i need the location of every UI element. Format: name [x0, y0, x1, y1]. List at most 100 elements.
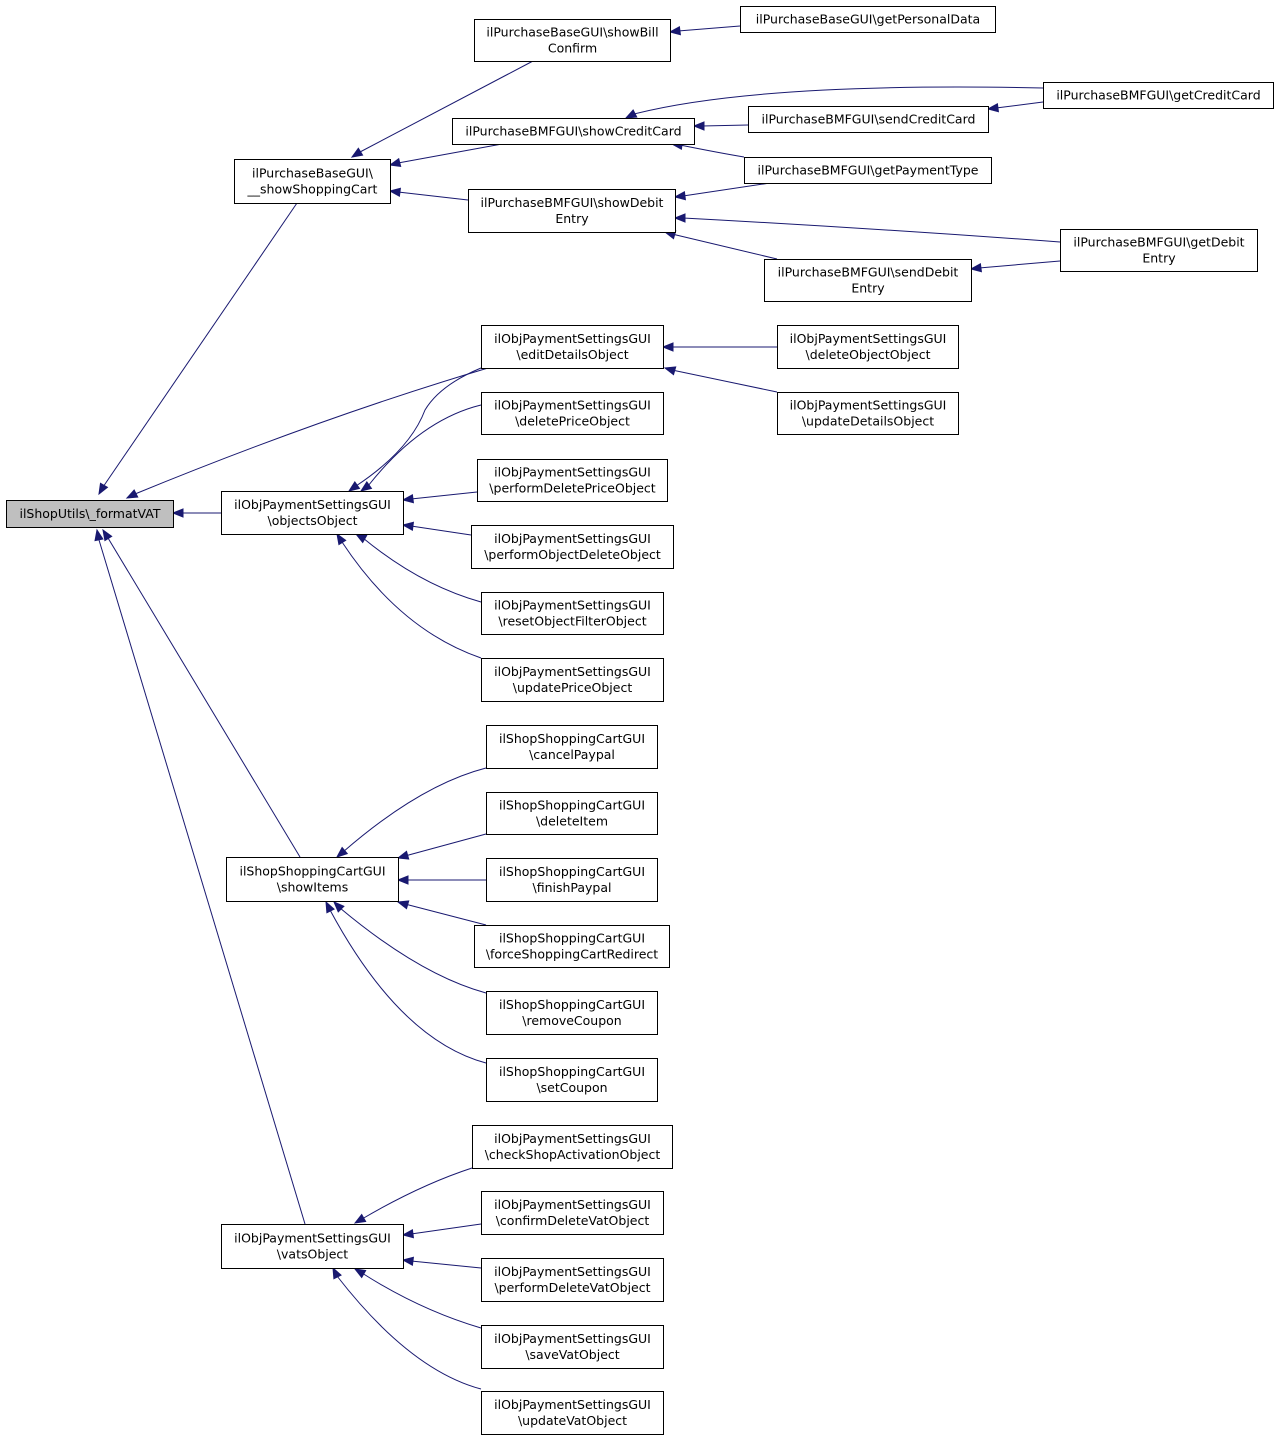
- node-scSetCoupon[interactable]: ilShopShoppingCartGUI\setCoupon: [486, 1058, 658, 1102]
- node-psDeleteObject[interactable]: ilObjPaymentSettingsGUI\deleteObjectObje…: [777, 325, 959, 369]
- node-box: [486, 725, 658, 769]
- arrowhead-icon: [336, 532, 347, 546]
- node-pbGetPersonal[interactable]: ilPurchaseBaseGUI\getPersonalData: [740, 6, 996, 33]
- call-edge: [350, 60, 534, 158]
- node-label: ilPurchaseBMFGUI\getCreditCard: [1056, 88, 1260, 103]
- call-edge: [668, 25, 741, 36]
- node-bmfShowCC[interactable]: ilPurchaseBMFGUI\showCreditCard: [452, 118, 695, 145]
- node-box: [472, 1125, 673, 1169]
- node-psResetFilter[interactable]: ilObjPaymentSettingsGUI\resetObjectFilte…: [481, 592, 664, 635]
- node-label: \vatsObject: [277, 1247, 348, 1262]
- node-bmfGetPT[interactable]: ilPurchaseBMFGUI\getPaymentType: [744, 157, 992, 184]
- arrowhead-icon: [663, 366, 677, 376]
- node-box: [486, 1058, 658, 1102]
- node-scForceRedirect[interactable]: ilShopShoppingCartGUI\forceShoppingCartR…: [474, 925, 670, 968]
- node-label: Entry: [555, 211, 589, 226]
- node-psConfirmDeleteVat[interactable]: ilObjPaymentSettingsGUI\confirmDeleteVat…: [481, 1191, 664, 1235]
- node-scRemoveCoupon[interactable]: ilShopShoppingCartGUI\removeCoupon: [486, 991, 658, 1035]
- node-scFinishPaypal[interactable]: ilShopShoppingCartGUI\finishPaypal: [486, 858, 658, 902]
- call-edge: [94, 528, 306, 1225]
- node-label: ilShopShoppingCartGUI: [499, 731, 645, 746]
- root-node[interactable]: ilShopUtils\_formatVAT: [6, 500, 174, 528]
- call-edge: [102, 528, 301, 858]
- arrowhead-icon: [347, 481, 361, 492]
- node-label: ilObjPaymentSettingsGUI: [494, 1264, 651, 1279]
- edge-line: [978, 260, 1061, 269]
- node-label: \finishPaypal: [532, 880, 611, 895]
- node-box: [744, 157, 992, 184]
- node-label: ilPurchaseBaseGUI\: [252, 166, 374, 181]
- call-edge: [401, 491, 478, 504]
- node-label: \performDeletePriceObject: [489, 481, 655, 496]
- arrowhead-icon: [353, 1213, 367, 1224]
- call-edge: [396, 900, 487, 926]
- edge-line: [682, 182, 771, 197]
- call-edge: [624, 86, 1044, 119]
- node-psUpdatePrice[interactable]: ilObjPaymentSettingsGUI\updatePriceObjec…: [481, 658, 664, 702]
- node-label: \performObjectDeleteObject: [484, 547, 661, 562]
- call-edge: [388, 143, 503, 168]
- edge-line: [355, 367, 482, 487]
- edges: [94, 25, 1061, 1390]
- arrowhead-icon: [401, 1256, 415, 1267]
- node-psUpdateVat[interactable]: ilObjPaymentSettingsGUI\updateVatObject: [481, 1391, 664, 1435]
- node-label: ilShopShoppingCartGUI: [499, 798, 645, 813]
- call-edge: [125, 367, 489, 499]
- node-box: [748, 106, 989, 133]
- node-label: ilPurchaseBMFGUI\sendDebit: [778, 265, 959, 280]
- node-psObjects[interactable]: ilObjPaymentSettingsGUI\objectsObject: [221, 491, 404, 535]
- node-psVats[interactable]: ilObjPaymentSettingsGUI\vatsObject: [221, 1224, 404, 1269]
- edge-line: [410, 491, 478, 500]
- node-scShowItems[interactable]: ilShopShoppingCartGUI\showItems: [226, 857, 399, 902]
- arrowhead-icon: [102, 528, 113, 542]
- node-psEditDetails[interactable]: ilObjPaymentSettingsGUI\editDetailsObjec…: [481, 325, 664, 369]
- arrowhead-icon: [401, 493, 415, 504]
- node-box: [481, 1325, 664, 1369]
- edge-line: [341, 541, 482, 659]
- node-psCheckShop[interactable]: ilObjPaymentSettingsGUI\checkShopActivat…: [472, 1125, 673, 1169]
- node-box: [474, 925, 670, 968]
- call-edge: [332, 1266, 482, 1390]
- edge-line: [995, 101, 1044, 109]
- node-psPerformDeletePrice[interactable]: ilObjPaymentSettingsGUI\performDeletePri…: [477, 459, 668, 502]
- call-edge: [396, 833, 487, 860]
- node-psDeletePrice[interactable]: ilObjPaymentSettingsGUI\deletePriceObjec…: [481, 392, 664, 435]
- edge-line: [671, 369, 778, 393]
- node-label: ilShopShoppingCartGUI: [499, 1064, 645, 1079]
- node-label: __showShoppingCart: [247, 182, 378, 197]
- node-psUpdateDetails[interactable]: ilObjPaymentSettingsGUI\updateDetailsObj…: [777, 392, 959, 435]
- node-box: [481, 592, 664, 635]
- call-edge: [353, 1268, 482, 1329]
- node-scDeleteItem[interactable]: ilShopShoppingCartGUI\deleteItem: [486, 792, 658, 835]
- edge-line: [102, 202, 298, 488]
- arrowhead-icon: [354, 533, 368, 544]
- edge-line: [134, 367, 489, 495]
- node-label: \editDetailsObject: [516, 347, 628, 362]
- node-bmfGetCC[interactable]: ilPurchaseBMFGUI\getCreditCard: [1043, 82, 1274, 109]
- nodes: ilShopUtils\_formatVAT ilPurchaseBaseGUI\…: [6, 6, 1274, 1435]
- node-label: ilPurchaseBaseGUI\showBill: [486, 25, 658, 40]
- edge-line: [701, 124, 749, 127]
- node-box: [477, 459, 668, 502]
- node-psSaveVat[interactable]: ilObjPaymentSettingsGUI\saveVatObject: [481, 1325, 664, 1369]
- node-bmfSendCC[interactable]: ilPurchaseBMFGUI\sendCreditCard: [748, 106, 989, 133]
- node-box: [452, 118, 695, 145]
- node-label: ilObjPaymentSettingsGUI: [790, 398, 947, 413]
- node-box: [777, 392, 959, 435]
- edge-line: [671, 233, 778, 260]
- node-label: ilShopShoppingCartGUI: [239, 864, 385, 879]
- node-pbShowCart[interactable]: ilPurchaseBaseGUI\__showShoppingCart: [234, 159, 391, 204]
- node-box: [471, 525, 674, 569]
- node-psPerformObjectDelete[interactable]: ilObjPaymentSettingsGUI\performObjectDel…: [471, 525, 674, 569]
- node-scCancelPaypal[interactable]: ilShopShoppingCartGUI\cancelPaypal: [486, 725, 658, 769]
- node-box: [481, 1191, 664, 1235]
- node-box: [777, 325, 959, 369]
- node-psPerformDeleteVat[interactable]: ilObjPaymentSettingsGUI\performDeleteVat…: [481, 1258, 664, 1302]
- arrowhead-icon: [359, 481, 373, 492]
- arrowhead-icon: [673, 213, 686, 223]
